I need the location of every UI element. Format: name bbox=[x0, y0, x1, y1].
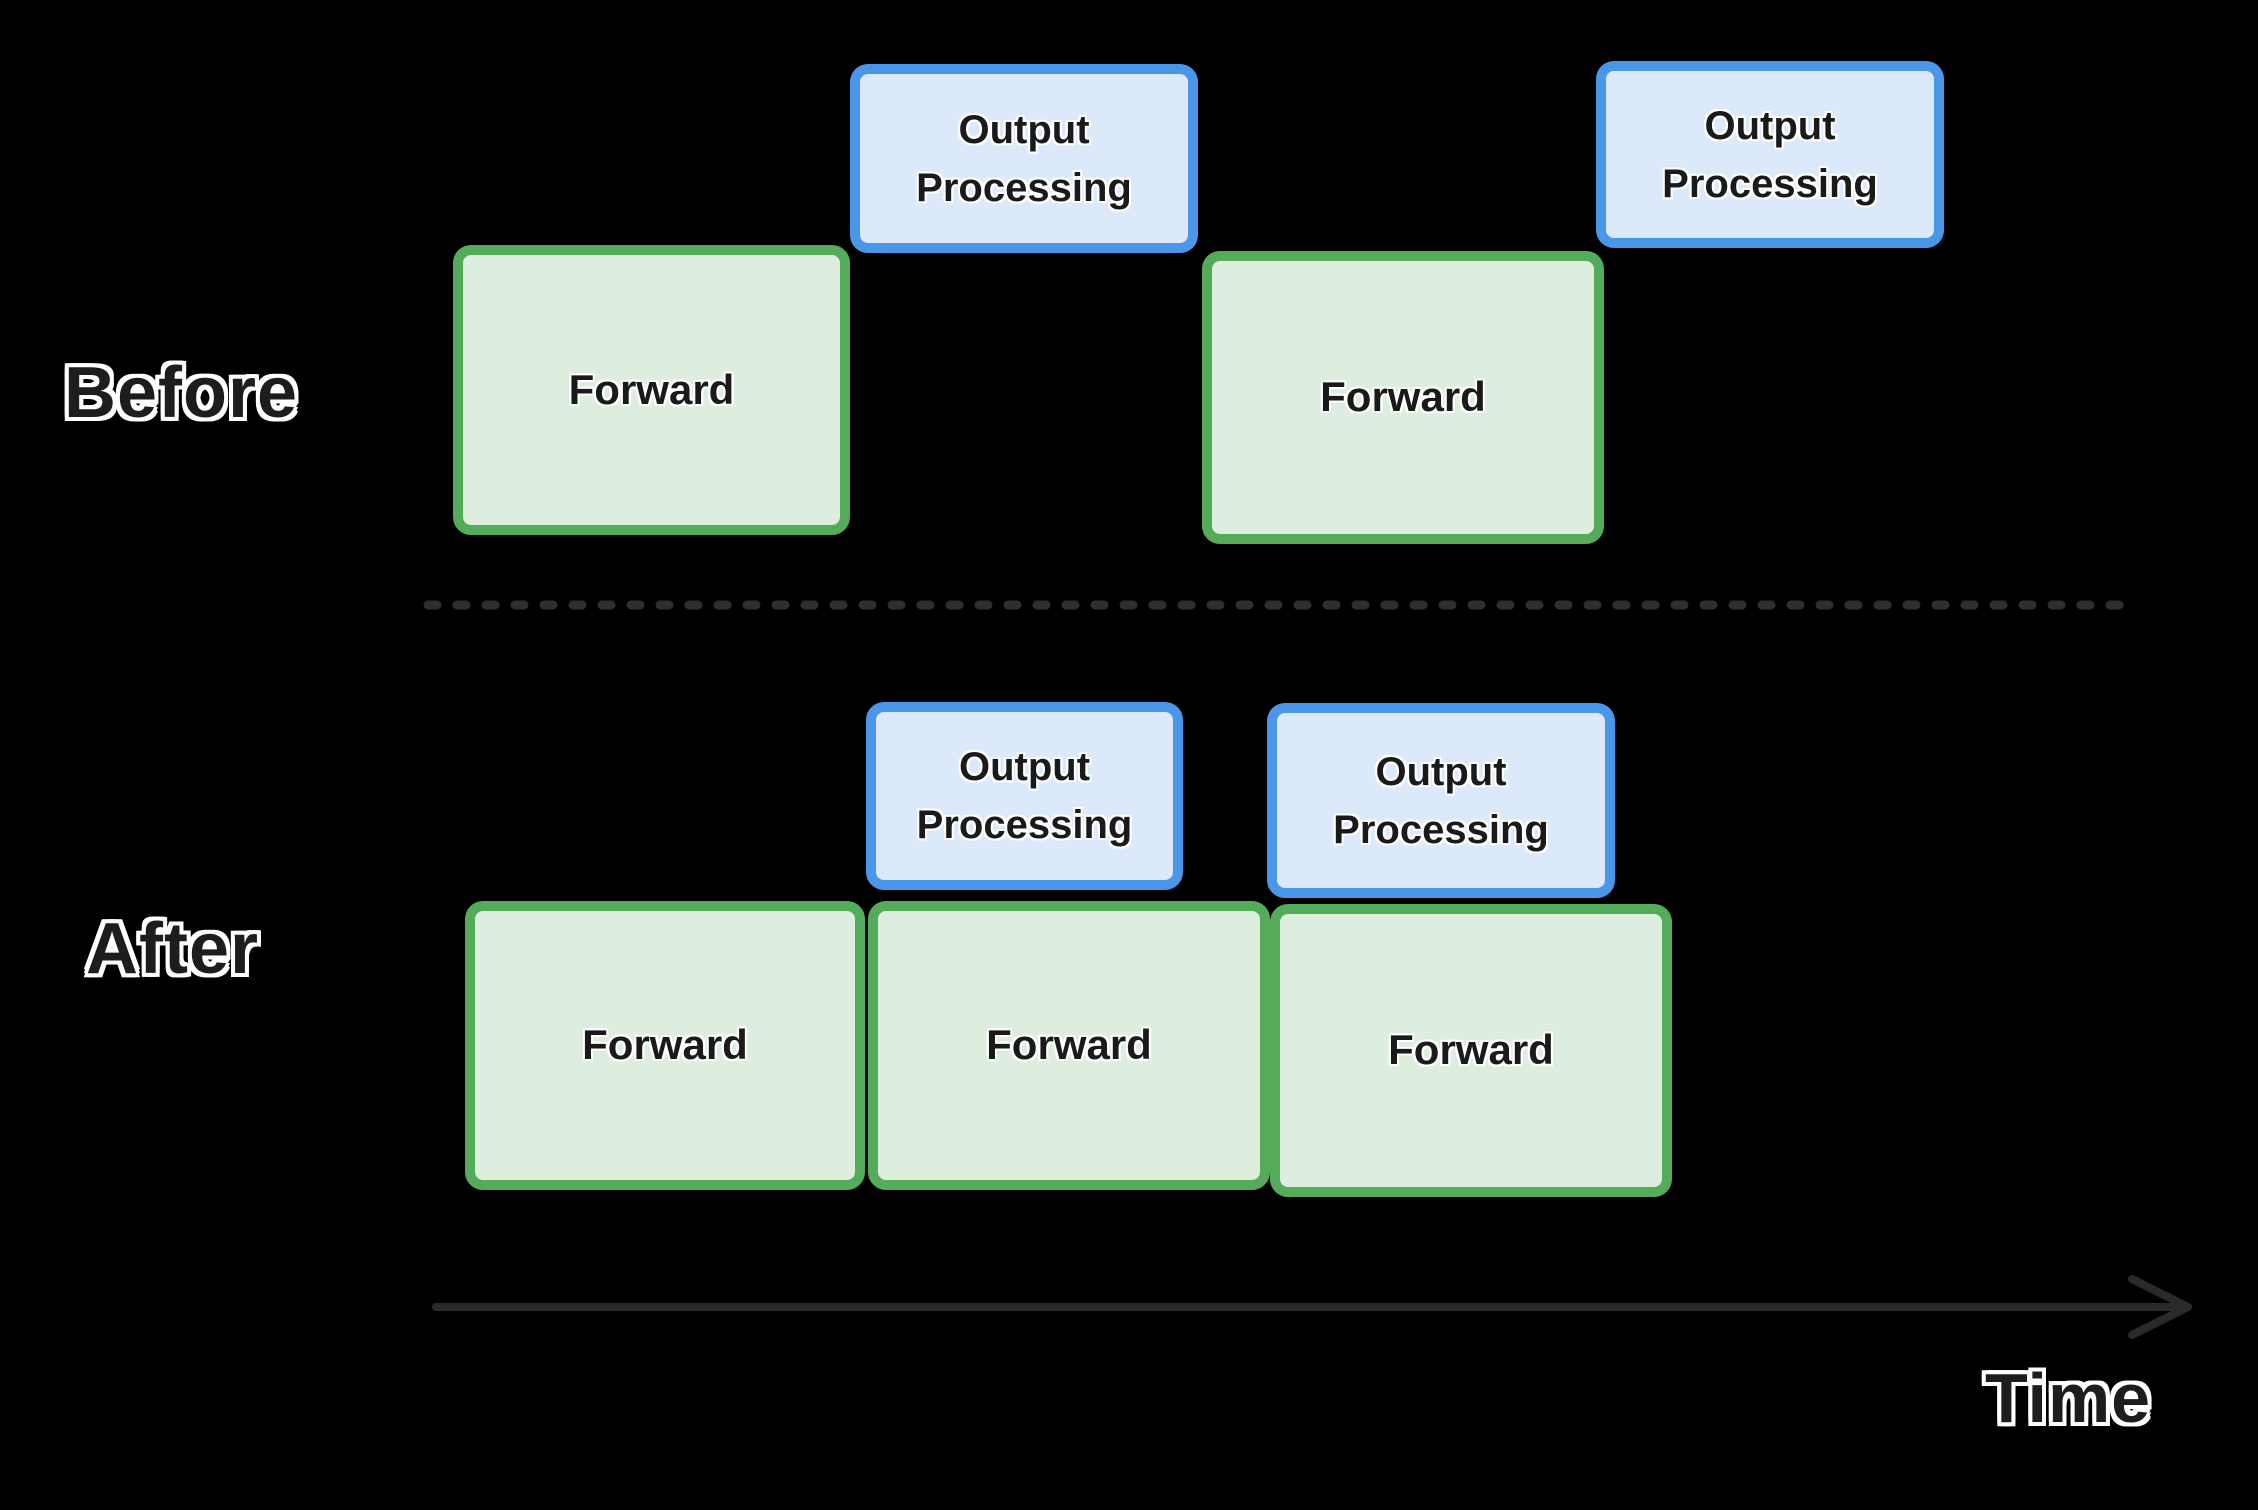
time-axis-label: Time bbox=[1985, 1359, 2152, 1437]
output-processing-box-label: Output Processing bbox=[1662, 103, 1878, 206]
section-divider bbox=[423, 600, 2132, 610]
before-label: Before bbox=[64, 353, 299, 433]
after-label: After bbox=[86, 909, 260, 989]
forward-box-label: Forward bbox=[1388, 1026, 1554, 1074]
output-processing-box: Output Processing bbox=[850, 64, 1198, 253]
forward-box: Forward bbox=[465, 901, 865, 1190]
output-processing-box: Output Processing bbox=[1596, 61, 1944, 248]
forward-box-label: Forward bbox=[1320, 373, 1486, 421]
forward-box: Forward bbox=[1270, 904, 1672, 1197]
forward-box: Forward bbox=[868, 901, 1270, 1190]
forward-box: Forward bbox=[1202, 251, 1604, 544]
output-processing-box-label: Output Processing bbox=[1333, 749, 1549, 852]
forward-box-label: Forward bbox=[568, 365, 735, 413]
output-processing-box: Output Processing bbox=[866, 702, 1183, 890]
forward-box-label: Forward bbox=[582, 1021, 748, 1069]
timeline-arrow bbox=[432, 1275, 2192, 1339]
output-processing-box: Output Processing bbox=[1267, 703, 1615, 898]
output-processing-box-label: Output Processing bbox=[916, 107, 1132, 210]
forward-box: Forward bbox=[453, 245, 850, 535]
output-processing-box-label: Output Processing bbox=[916, 745, 1133, 847]
forward-box-label: Forward bbox=[986, 1021, 1152, 1069]
